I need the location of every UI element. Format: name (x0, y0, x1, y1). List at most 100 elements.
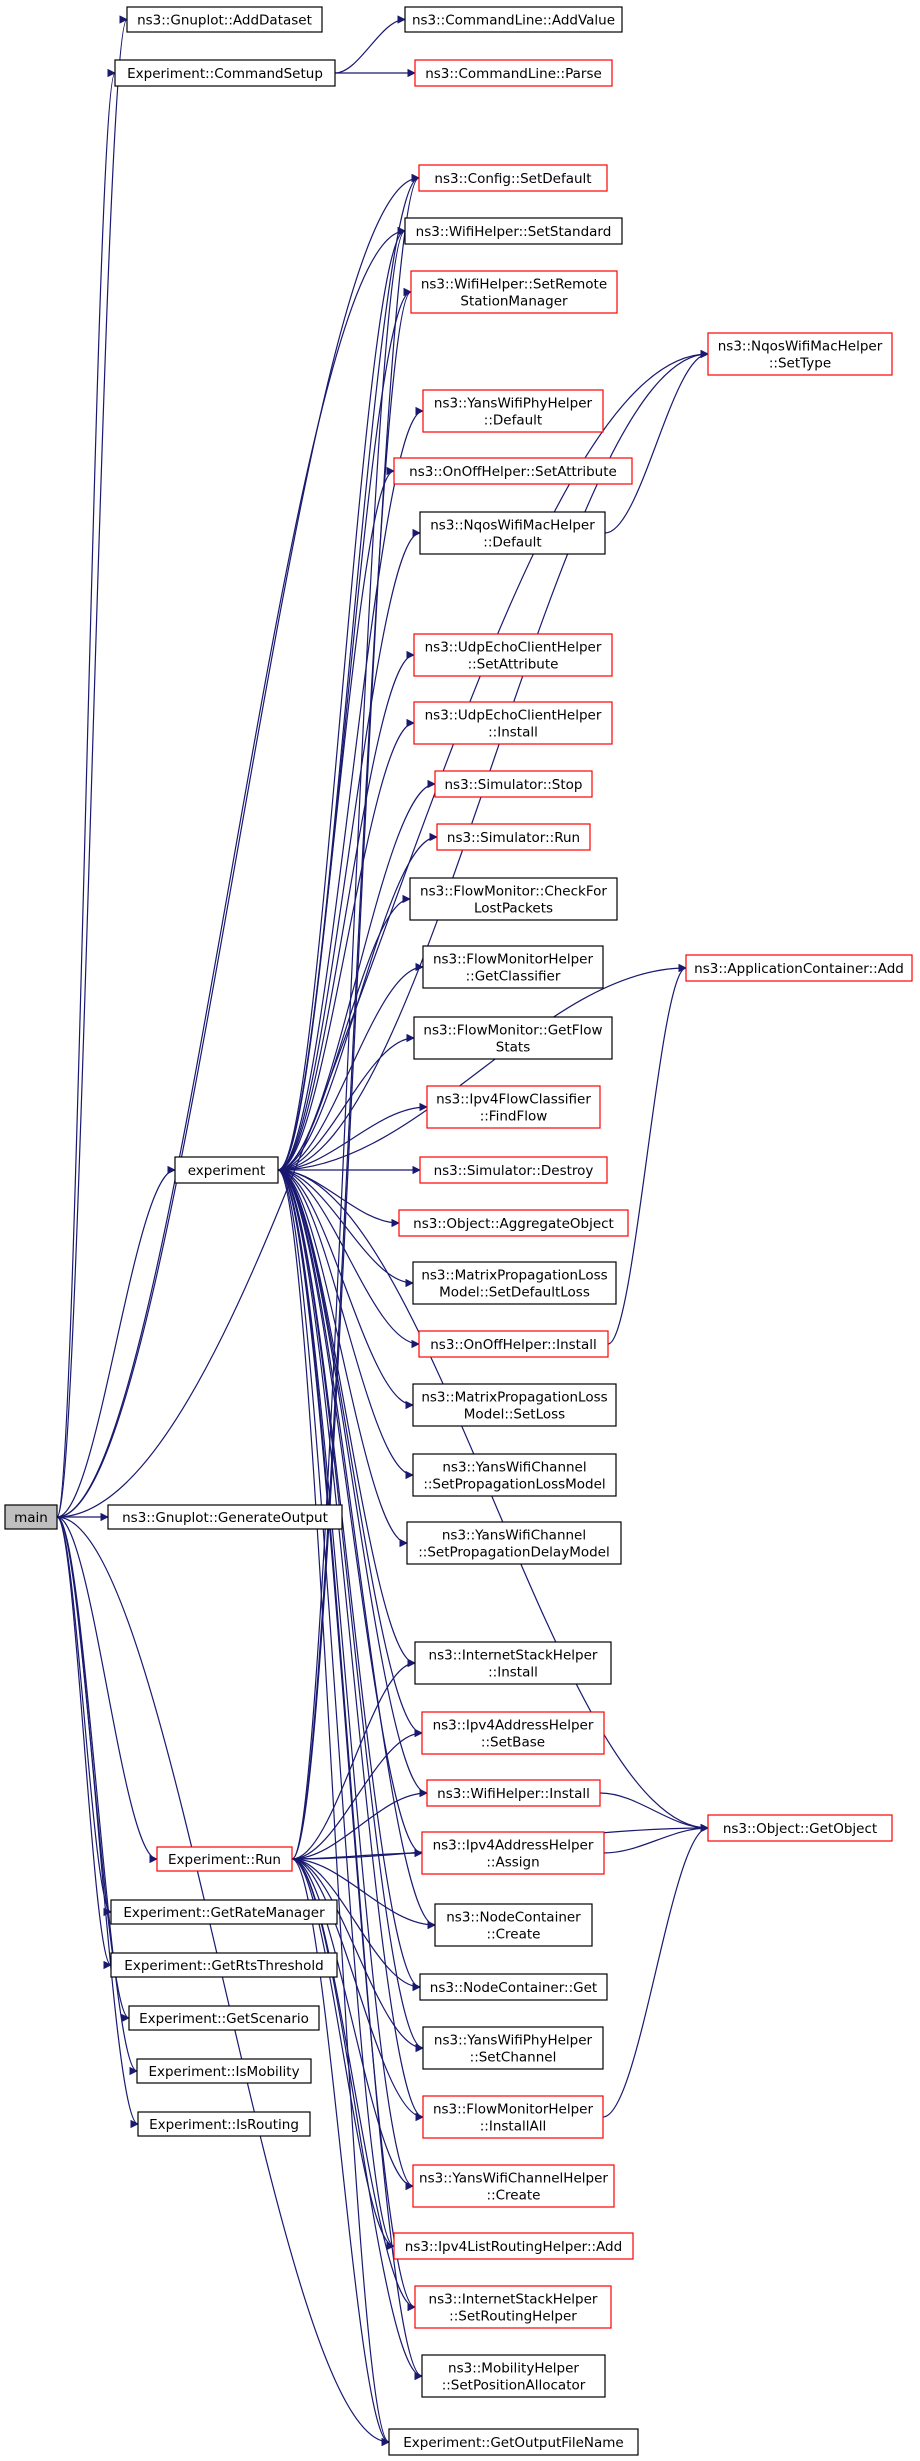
node-udpecho_setattr[interactable]: ns3::UdpEchoClientHelper::SetAttribute (413, 633, 613, 677)
node-box-nqos_settype[interactable] (707, 332, 893, 376)
node-exp_commandsetup[interactable]: Experiment::CommandSetup (114, 59, 336, 87)
node-box-nc_create[interactable] (434, 1903, 593, 1947)
node-box-ish_setrouting[interactable] (414, 2285, 612, 2329)
node-gnuplot_adddataset[interactable]: ns3::Gnuplot::AddDataset (126, 6, 323, 33)
node-ywph_setchannel[interactable]: ns3::YansWifiPhyHelper::SetChannel (422, 2026, 604, 2070)
node-box-wifi_setstandard[interactable] (404, 217, 623, 245)
node-box-ish_install[interactable] (414, 1641, 612, 1685)
node-box-exp_isrouting[interactable] (137, 2111, 311, 2137)
node-box-gnuplot_genoutput[interactable] (107, 1504, 343, 1530)
node-appcontainer_add[interactable]: ns3::ApplicationContainer::Add (685, 954, 913, 982)
node-box-exp_ismobility[interactable] (136, 2058, 312, 2084)
node-mh_setposalloc[interactable]: ns3::MobilityHelper::SetPositionAllocato… (421, 2354, 606, 2398)
node-box-nc_get[interactable] (419, 1973, 608, 2001)
node-ipv4addr_assign[interactable]: ns3::Ipv4AddressHelper::Assign (421, 1831, 605, 1875)
node-experiment[interactable]: experiment (174, 1156, 279, 1184)
node-box-gnuplot_adddataset[interactable] (126, 6, 323, 33)
node-nqos_settype[interactable]: ns3::NqosWifiMacHelper::SetType (707, 332, 893, 376)
node-box-sim_destroy[interactable] (419, 1156, 608, 1184)
node-box-fmh_installall[interactable] (422, 2095, 604, 2139)
node-exp_getscenario[interactable]: Experiment::GetScenario (128, 2005, 320, 2031)
node-box-experiment[interactable] (174, 1156, 279, 1184)
node-box-ipv4fc_findflow[interactable] (426, 1085, 601, 1129)
node-fmh_getclassifier[interactable]: ns3::FlowMonitorHelper::GetClassifier (422, 945, 604, 989)
node-gnuplot_genoutput[interactable]: ns3::Gnuplot::GenerateOutput (107, 1504, 343, 1530)
node-box-exp_run[interactable] (156, 1846, 293, 1872)
node-nqos_default[interactable]: ns3::NqosWifiMacHelper::Default (419, 511, 606, 555)
node-ywc_setlossmodel[interactable]: ns3::YansWifiChannel::SetPropagationLoss… (412, 1453, 617, 1497)
node-yansphy_default[interactable]: ns3::YansWifiPhyHelper::Default (422, 389, 604, 433)
node-box-sim_run[interactable] (436, 823, 591, 851)
node-box-fmh_getclassifier[interactable] (422, 945, 604, 989)
node-box-ipv4addr_assign[interactable] (421, 1831, 605, 1875)
node-box-appcontainer_add[interactable] (685, 954, 913, 982)
node-box-exp_getoutputfile[interactable] (388, 2428, 639, 2456)
node-ywc_setdelaymodel[interactable]: ns3::YansWifiChannel::SetPropagationDela… (406, 1521, 622, 1565)
node-exp_getrts[interactable]: Experiment::GetRtsThreshold (110, 1952, 338, 1978)
node-box-ipv4lr_add[interactable] (393, 2232, 634, 2260)
node-box-ipv4addr_setbase[interactable] (421, 1711, 605, 1755)
node-box-cmd_addvalue[interactable] (404, 6, 623, 33)
node-box-cmd_parse[interactable] (414, 59, 613, 87)
node-box-fm_checklost[interactable] (409, 877, 618, 921)
node-box-yansphy_default[interactable] (422, 389, 604, 433)
node-box-onoff_install[interactable] (418, 1330, 609, 1358)
node-mpl_setdefaultloss[interactable]: ns3::MatrixPropagationLossModel::SetDefa… (412, 1261, 617, 1305)
node-box-exp_getrts[interactable] (110, 1952, 338, 1978)
node-box-onoff_setattr[interactable] (393, 457, 633, 485)
node-sim_run[interactable]: ns3::Simulator::Run (436, 823, 591, 851)
node-fmh_installall[interactable]: ns3::FlowMonitorHelper::InstallAll (422, 2095, 604, 2139)
node-box-main[interactable] (4, 1504, 58, 1530)
node-cmd_addvalue[interactable]: ns3::CommandLine::AddValue (404, 6, 623, 33)
node-box-nqos_default[interactable] (419, 511, 606, 555)
node-box-wifi_setremote[interactable] (410, 270, 618, 314)
node-box-mpl_setdefaultloss[interactable] (412, 1261, 617, 1305)
node-box-exp_getscenario[interactable] (128, 2005, 320, 2031)
node-main[interactable]: main (4, 1504, 58, 1530)
node-box-exp_commandsetup[interactable] (114, 59, 336, 87)
node-sim_stop[interactable]: ns3::Simulator::Stop (434, 770, 593, 798)
node-ish_setrouting[interactable]: ns3::InternetStackHelper::SetRoutingHelp… (414, 2285, 612, 2329)
node-box-udpecho_setattr[interactable] (413, 633, 613, 677)
node-exp_isrouting[interactable]: Experiment::IsRouting (137, 2111, 311, 2137)
node-box-config_setdefault[interactable] (418, 164, 608, 192)
node-box-obj_aggregate[interactable] (398, 1209, 629, 1237)
node-obj_aggregate[interactable]: ns3::Object::AggregateObject (398, 1209, 629, 1237)
node-box-ywch_create[interactable] (412, 2164, 615, 2208)
node-exp_getratemgr[interactable]: Experiment::GetRateManager (110, 1899, 338, 1925)
node-box-ywc_setlossmodel[interactable] (412, 1453, 617, 1497)
node-nc_get[interactable]: ns3::NodeContainer::Get (419, 1973, 608, 2001)
node-wifi_setstandard[interactable]: ns3::WifiHelper::SetStandard (404, 217, 623, 245)
node-box-obj_getobject[interactable] (707, 1814, 893, 1842)
node-sim_destroy[interactable]: ns3::Simulator::Destroy (419, 1156, 608, 1184)
node-wifi_install[interactable]: ns3::WifiHelper::Install (426, 1779, 601, 1807)
node-exp_getoutputfile[interactable]: Experiment::GetOutputFileName (388, 2428, 639, 2456)
node-obj_getobject[interactable]: ns3::Object::GetObject (707, 1814, 893, 1842)
node-ywch_create[interactable]: ns3::YansWifiChannelHelper::Create (412, 2164, 615, 2208)
node-ish_install[interactable]: ns3::InternetStackHelper::Install (414, 1641, 612, 1685)
node-cmd_parse[interactable]: ns3::CommandLine::Parse (414, 59, 613, 87)
node-onoff_setattr[interactable]: ns3::OnOffHelper::SetAttribute (393, 457, 633, 485)
node-box-wifi_install[interactable] (426, 1779, 601, 1807)
node-box-exp_getratemgr[interactable] (110, 1899, 338, 1925)
node-exp_run[interactable]: Experiment::Run (156, 1846, 293, 1872)
node-box-ywph_setchannel[interactable] (422, 2026, 604, 2070)
node-ipv4lr_add[interactable]: ns3::Ipv4ListRoutingHelper::Add (393, 2232, 634, 2260)
node-onoff_install[interactable]: ns3::OnOffHelper::Install (418, 1330, 609, 1358)
node-box-fm_getflowstats[interactable] (413, 1016, 613, 1060)
node-ipv4addr_setbase[interactable]: ns3::Ipv4AddressHelper::SetBase (421, 1711, 605, 1755)
node-box-ywc_setdelaymodel[interactable] (406, 1521, 622, 1565)
node-box-mpl_setloss[interactable] (412, 1383, 617, 1427)
node-nc_create[interactable]: ns3::NodeContainer::Create (434, 1903, 593, 1947)
node-config_setdefault[interactable]: ns3::Config::SetDefault (418, 164, 608, 192)
node-exp_ismobility[interactable]: Experiment::IsMobility (136, 2058, 312, 2084)
node-box-sim_stop[interactable] (434, 770, 593, 798)
node-box-mh_setposalloc[interactable] (421, 2354, 606, 2398)
node-ipv4fc_findflow[interactable]: ns3::Ipv4FlowClassifier::FindFlow (426, 1085, 601, 1129)
node-udpecho_install[interactable]: ns3::UdpEchoClientHelper::Install (413, 701, 613, 745)
node-box-udpecho_install[interactable] (413, 701, 613, 745)
